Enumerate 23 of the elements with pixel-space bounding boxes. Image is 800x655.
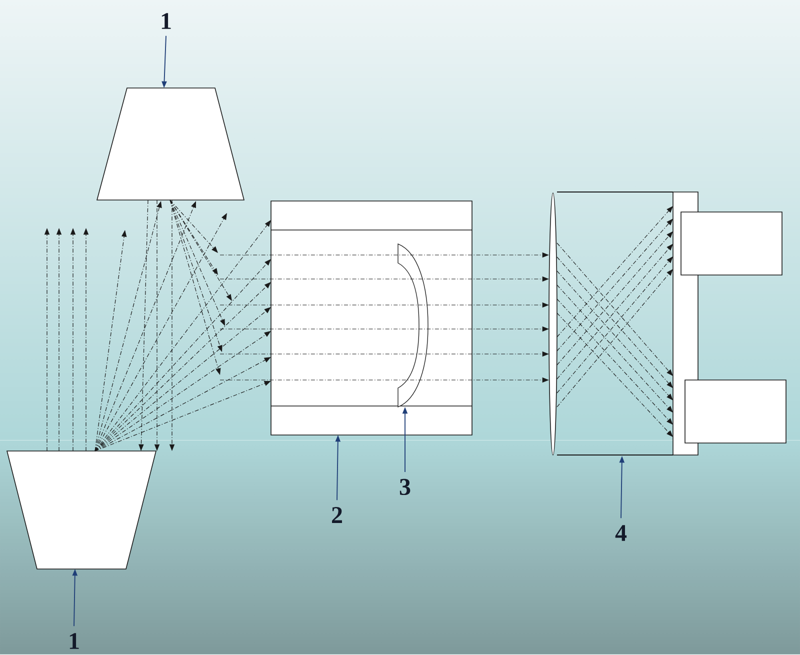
callout-number: 3 [400,478,410,496]
rectangular-block [684,380,786,444]
callout-number: 1 [70,633,79,649]
ray-arrow [170,200,232,301]
ray-arrow [170,200,225,326]
ray-arrow [556,312,673,437]
ray-arrow [94,201,196,452]
curved-lens [398,244,428,408]
callout-number: 1 [162,13,171,29]
rectangular-block [680,212,782,276]
frame-line [556,454,674,456]
ray-arrow [94,213,227,452]
ray-arrow [556,206,673,338]
ray-arrow [94,381,271,452]
callout-number: 4 [615,525,627,541]
oval-lens [548,192,558,456]
ray-arrow [94,357,271,452]
ray-arrow [170,200,218,253]
callout-number: 2 [332,507,342,523]
trapezoid-block [6,450,157,570]
ray-arrow [556,218,673,352]
ray-arrow [94,331,271,452]
rectangular-block [270,200,472,436]
